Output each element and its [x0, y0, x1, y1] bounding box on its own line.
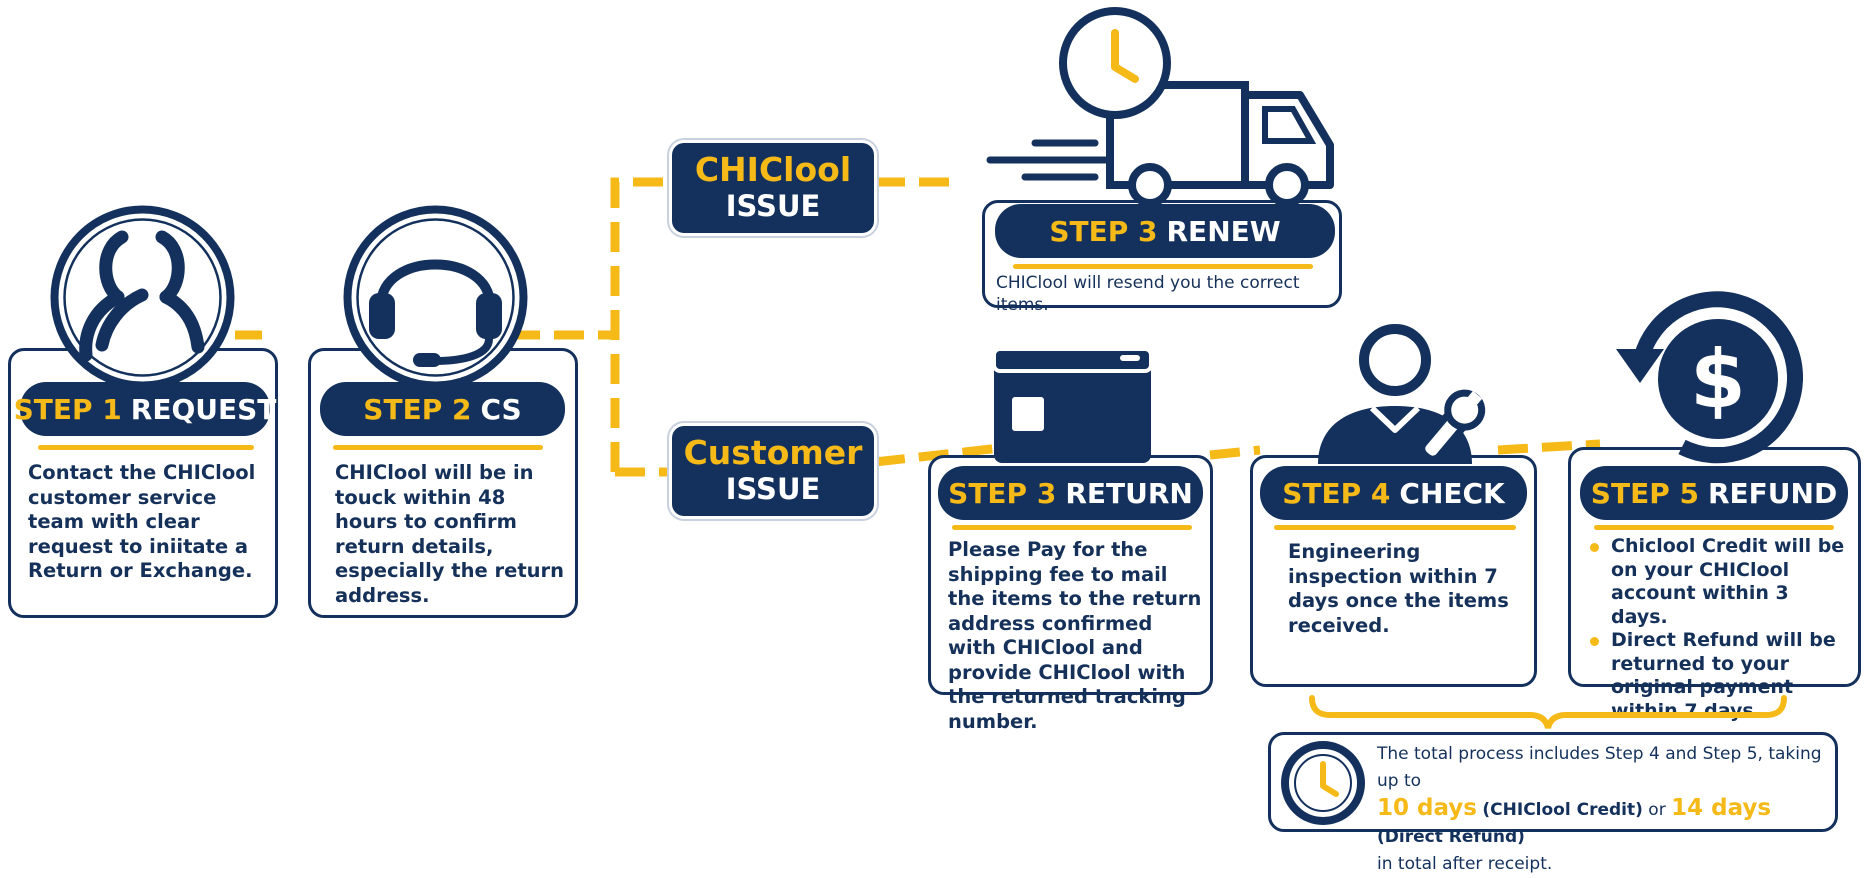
customer-issue-subtitle: ISSUE [725, 472, 821, 506]
step1-header: STEP 1 REQUEST [14, 382, 276, 436]
step3-renew-header: STEP 3 RENEW [995, 204, 1335, 258]
summary-text: The total process includes Step 4 and St… [1377, 741, 1832, 878]
step2-description: CHIClool will be in touck within 48 hour… [335, 461, 565, 607]
step2-number: STEP 2 [363, 392, 472, 426]
step2-title: CS [480, 392, 522, 426]
step4-header: STEP 4 CHECK [1260, 466, 1527, 520]
step3-return-title: RETURN [1065, 476, 1193, 510]
step5-bullet-list: Chiclool Credit will be on your CHIClool… [1588, 535, 1850, 723]
step1-description: Contact the CHIClool customer service te… [28, 461, 256, 582]
delivery-truck-icon [985, 5, 1340, 207]
customer-issue-title: Customer [683, 433, 863, 472]
step4-title: CHECK [1399, 476, 1505, 510]
step5-bullet-credit-text: Chiclool Credit will be on your CHIClool… [1611, 535, 1845, 628]
step4-number: STEP 4 [1282, 476, 1391, 510]
step3-renew-underline [1013, 264, 1313, 269]
summary-refund-label: (Direct Refund) [1377, 827, 1525, 847]
connector-return-check [1209, 445, 1261, 460]
step1-title: REQUEST [130, 392, 277, 426]
summary-line2: 10 days (CHIClool Credit) or 14 days (Di… [1377, 795, 1832, 851]
connector-check-refund [1497, 439, 1601, 455]
step3-return-number: STEP 3 [948, 476, 1057, 510]
engineer-wrench-icon [1310, 322, 1500, 472]
chiclool-issue-title: CHIClool [694, 150, 852, 189]
summary-line1: The total process includes Step 4 and St… [1377, 744, 1822, 791]
summary-days-credit: 10 days [1377, 795, 1477, 821]
return-process-diagram: STEP 1 REQUEST Contact the CHIClool cust… [8, 5, 1861, 874]
headset-icon [343, 205, 528, 390]
step1-underline [38, 445, 254, 450]
users-icon [50, 205, 235, 390]
chiclool-issue-box: CHIClool ISSUE [672, 143, 874, 233]
bullet-dot-icon [1590, 637, 1599, 646]
summary-credit-label: (CHIClool Credit) [1482, 800, 1643, 820]
step3-return-header: STEP 3 RETURN [938, 466, 1203, 520]
step2-underline [333, 445, 543, 450]
step3-return-description: Please Pay for the shipping fee to mail … [948, 538, 1202, 733]
step5-bullet-refund: Direct Refund will be returned to your o… [1588, 629, 1850, 723]
step3-renew-number: STEP 3 [1049, 214, 1158, 248]
clock-icon [1280, 740, 1366, 826]
step5-bullet-refund-text: Direct Refund will be returned to your o… [1611, 629, 1836, 722]
step5-title: REFUND [1707, 476, 1838, 510]
summary-line3: in total after receipt. [1377, 854, 1553, 874]
bullet-dot-icon [1590, 543, 1599, 552]
chiclool-issue-subtitle: ISSUE [725, 189, 821, 223]
step2-header: STEP 2 CS [320, 382, 565, 436]
step5-underline [1594, 525, 1834, 530]
customer-issue-box: Customer ISSUE [672, 426, 874, 516]
package-box-icon [990, 345, 1155, 465]
summary-days-refund: 14 days [1671, 795, 1772, 821]
summary-or: or [1648, 800, 1666, 820]
step5-bullet-credit: Chiclool Credit will be on your CHIClool… [1588, 535, 1850, 629]
connector-branch-vertical [610, 177, 668, 472]
step3-return-underline [952, 525, 1192, 530]
connector-lines [235, 177, 1601, 477]
step5-header: STEP 5 REFUND [1580, 466, 1848, 520]
step5-number: STEP 5 [1590, 476, 1699, 510]
svg-text:$: $ [1690, 333, 1746, 426]
step3-renew-description: CHIClool will resend you the correct ite… [996, 273, 1300, 315]
refund-dollar-icon: $ [1610, 287, 1810, 472]
step4-underline [1274, 525, 1516, 530]
step3-renew-title: RENEW [1166, 214, 1281, 248]
step4-description: Engineering inspection within 7 days onc… [1288, 540, 1509, 637]
step1-number: STEP 1 [13, 392, 122, 426]
